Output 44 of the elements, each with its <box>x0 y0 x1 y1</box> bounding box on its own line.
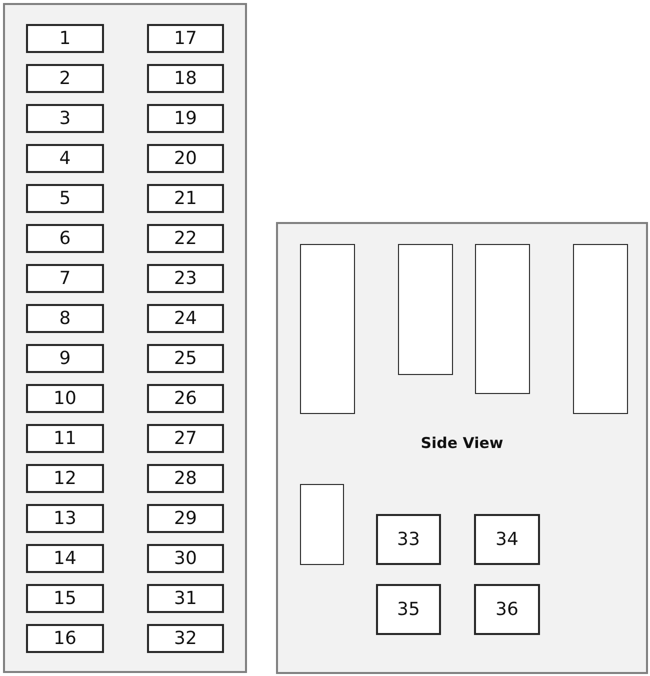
relay: 33 <box>376 514 441 565</box>
fuse: 19 <box>147 104 224 133</box>
fuse: 30 <box>147 544 224 573</box>
fuse: 21 <box>147 184 224 213</box>
relay: 34 <box>474 514 540 565</box>
fuse: 12 <box>26 464 104 493</box>
fuse: 24 <box>147 304 224 333</box>
fuse: 2 <box>26 64 104 93</box>
fuse: 6 <box>26 224 104 253</box>
empty-slot <box>300 244 355 414</box>
fuse: 8 <box>26 304 104 333</box>
relay: 35 <box>376 584 441 635</box>
fuse: 25 <box>147 344 224 373</box>
fuse: 16 <box>26 624 104 653</box>
relay-panel <box>276 222 648 674</box>
fuse: 23 <box>147 264 224 293</box>
empty-slot <box>398 244 453 375</box>
empty-slot <box>475 244 530 394</box>
fuse: 14 <box>26 544 104 573</box>
fuse: 20 <box>147 144 224 173</box>
fuse: 32 <box>147 624 224 653</box>
fuse: 15 <box>26 584 104 613</box>
relay: 36 <box>474 584 540 635</box>
fuse: 4 <box>26 144 104 173</box>
fuse: 28 <box>147 464 224 493</box>
fuse: 10 <box>26 384 104 413</box>
empty-slot <box>300 484 344 565</box>
fuse: 7 <box>26 264 104 293</box>
fuse-panel <box>3 3 247 673</box>
fuse: 9 <box>26 344 104 373</box>
fuse: 11 <box>26 424 104 453</box>
fuse: 27 <box>147 424 224 453</box>
fuse: 1 <box>26 24 104 53</box>
fuse: 26 <box>147 384 224 413</box>
fuse: 3 <box>26 104 104 133</box>
fuse: 22 <box>147 224 224 253</box>
fuse: 31 <box>147 584 224 613</box>
empty-slot <box>573 244 628 414</box>
fuse: 17 <box>147 24 224 53</box>
fuse: 5 <box>26 184 104 213</box>
fuse: 29 <box>147 504 224 533</box>
fuse: 18 <box>147 64 224 93</box>
view-caption: Side View <box>420 435 504 452</box>
fuse: 13 <box>26 504 104 533</box>
